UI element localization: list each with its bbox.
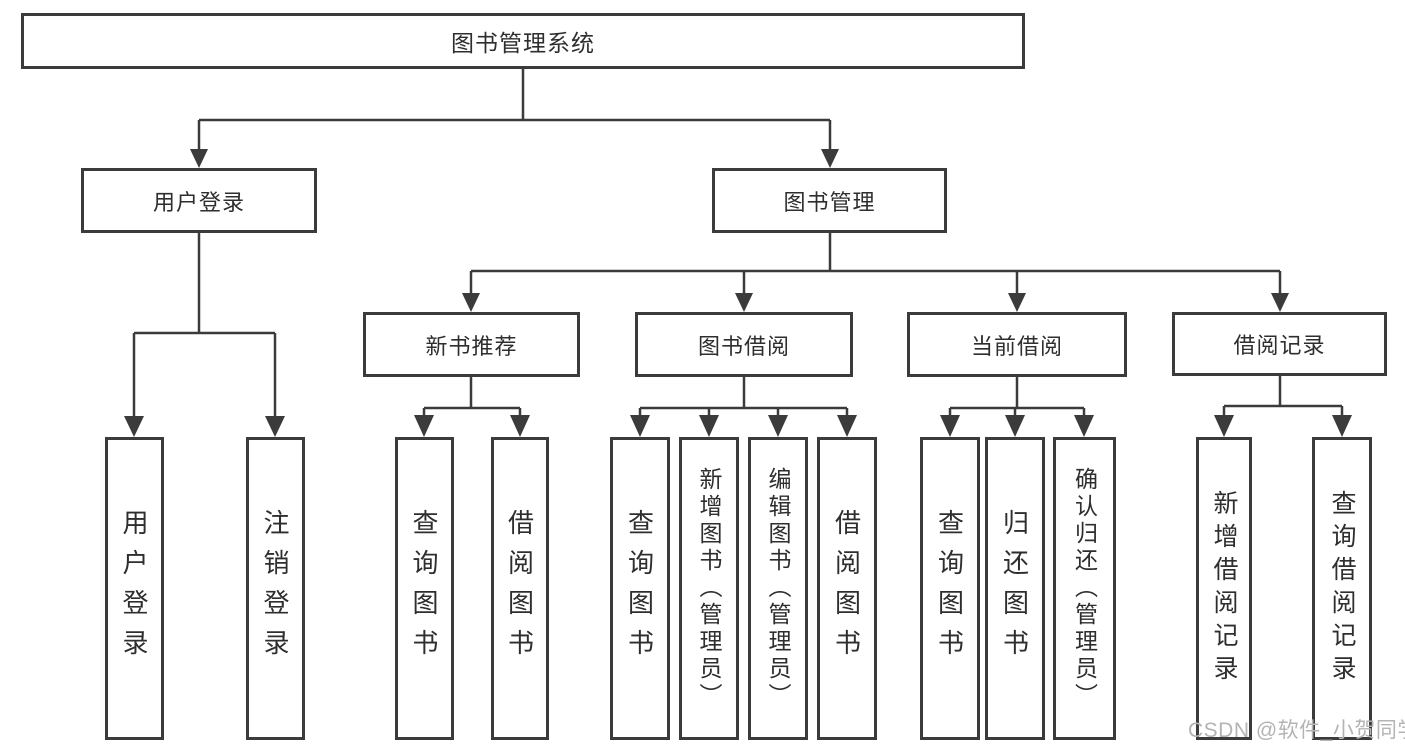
- leaf-label: 查询图书: [934, 508, 965, 669]
- arrow-down-icon: [1005, 415, 1025, 437]
- node-current-borrow: 当前借阅: [907, 312, 1127, 377]
- leaf-confirm-return-admin: 确认归还（管理员）: [1053, 437, 1116, 740]
- arrow-down-icon: [1271, 293, 1289, 312]
- arrow-down-icon: [821, 149, 839, 168]
- leaf-logout: 注销登录: [246, 437, 305, 740]
- leaf-label: 注销登录: [260, 508, 290, 669]
- leaf-label: 借阅图书: [831, 508, 862, 669]
- leaf-label: 归还图书: [999, 508, 1030, 669]
- node-book-borrow: 图书借阅: [635, 312, 853, 377]
- node-borrow-records: 借阅记录: [1172, 312, 1387, 376]
- leaf-label: 查询借阅记录: [1328, 489, 1356, 688]
- node-book-management: 图书管理: [712, 168, 947, 233]
- connector-current-borrow: [940, 377, 1094, 437]
- node-label: 图书借阅: [697, 333, 790, 359]
- arrow-down-icon: [1214, 415, 1234, 437]
- leaf-label: 新增借阅记录: [1210, 489, 1238, 688]
- leaf-label: 查询图书: [409, 508, 439, 669]
- leaf-borrow-books-borrow: 借阅图书: [817, 437, 877, 740]
- arrow-down-icon: [630, 415, 650, 437]
- arrow-down-icon: [1008, 293, 1026, 312]
- connector-new-book-recommend: [414, 377, 530, 437]
- leaf-add-borrow-record: 新增借阅记录: [1196, 437, 1252, 740]
- leaf-label: 借阅图书: [504, 508, 535, 669]
- leaf-return-book: 归还图书: [985, 437, 1045, 740]
- arrow-down-icon: [768, 415, 788, 437]
- arrow-down-icon: [1074, 415, 1094, 437]
- node-user-login: 用户登录: [81, 168, 317, 233]
- connector-book-management: [462, 233, 1289, 312]
- watermark: CSDN @软件_小贺同学: [1188, 719, 1405, 742]
- arrow-down-icon: [735, 293, 753, 312]
- leaf-query-books-recommend: 查询图书: [395, 437, 454, 740]
- connector-borrow-records: [1214, 376, 1352, 437]
- node-label: 当前借阅: [970, 333, 1063, 359]
- leaf-label: 确认归还（管理员）: [1071, 467, 1098, 710]
- arrow-down-icon: [510, 415, 530, 437]
- node-label: 图书管理系统: [451, 30, 595, 56]
- arrow-down-icon: [1332, 415, 1352, 437]
- arrow-down-icon: [699, 415, 719, 437]
- connector-book-borrow: [630, 377, 857, 437]
- node-label: 借阅记录: [1233, 333, 1326, 358]
- arrow-down-icon: [940, 415, 960, 437]
- leaf-label: 编辑图书（管理员）: [765, 467, 791, 710]
- leaf-query-books-current: 查询图书: [920, 437, 980, 740]
- leaf-borrow-books-recommend: 借阅图书: [491, 437, 549, 740]
- leaf-label: 查询图书: [624, 508, 655, 669]
- arrow-down-icon: [124, 416, 144, 437]
- node-label: 新书推荐: [425, 333, 518, 359]
- node-label: 用户登录: [152, 189, 245, 215]
- leaf-label: 新增图书（管理员）: [696, 467, 722, 710]
- leaf-add-book-admin: 新增图书（管理员）: [679, 437, 739, 740]
- leaf-user-login: 用户登录: [105, 437, 164, 740]
- leaf-query-books-borrow: 查询图书: [610, 437, 670, 740]
- leaf-query-borrow-record: 查询借阅记录: [1312, 437, 1372, 740]
- arrow-down-icon: [837, 415, 857, 437]
- connector-root: [190, 69, 839, 168]
- leaf-label: 用户登录: [119, 508, 149, 669]
- node-new-book-recommend: 新书推荐: [363, 312, 580, 377]
- node-label: 图书管理: [783, 189, 876, 215]
- arrow-down-icon: [462, 293, 480, 312]
- arrow-down-icon: [414, 415, 434, 437]
- connector-user-login: [124, 233, 285, 437]
- arrow-down-icon: [190, 149, 208, 168]
- node-library-management-system: 图书管理系统: [21, 13, 1025, 69]
- leaf-edit-book-admin: 编辑图书（管理员）: [748, 437, 808, 740]
- arrow-down-icon: [265, 416, 285, 437]
